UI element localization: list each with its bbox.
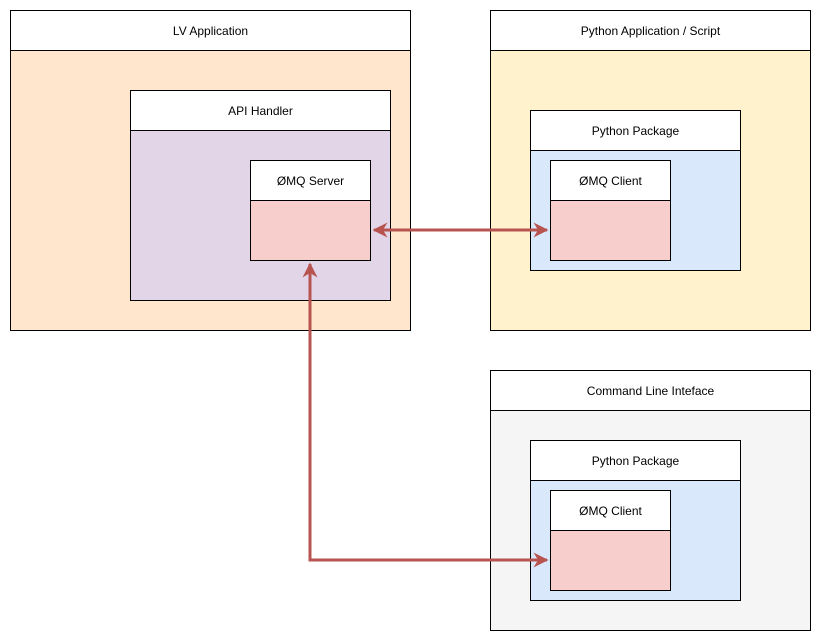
python-application-title: Python Application / Script <box>490 10 811 51</box>
api-handler-title: API Handler <box>130 90 391 131</box>
zmq-client-body <box>550 200 671 261</box>
cli-zmq-client-title: ØMQ Client <box>550 490 671 531</box>
server-cli-client-bidirectional-arrow <box>302 262 549 568</box>
zmq-server-title: ØMQ Server <box>250 160 371 201</box>
lv-application-title: LV Application <box>10 10 411 51</box>
cli-zmq-client-body <box>550 530 671 591</box>
zmq-client-title: ØMQ Client <box>550 160 671 201</box>
cli-python-package-title: Python Package <box>530 440 741 481</box>
python-package-title: Python Package <box>530 110 741 151</box>
zmq-server-body <box>250 200 371 261</box>
